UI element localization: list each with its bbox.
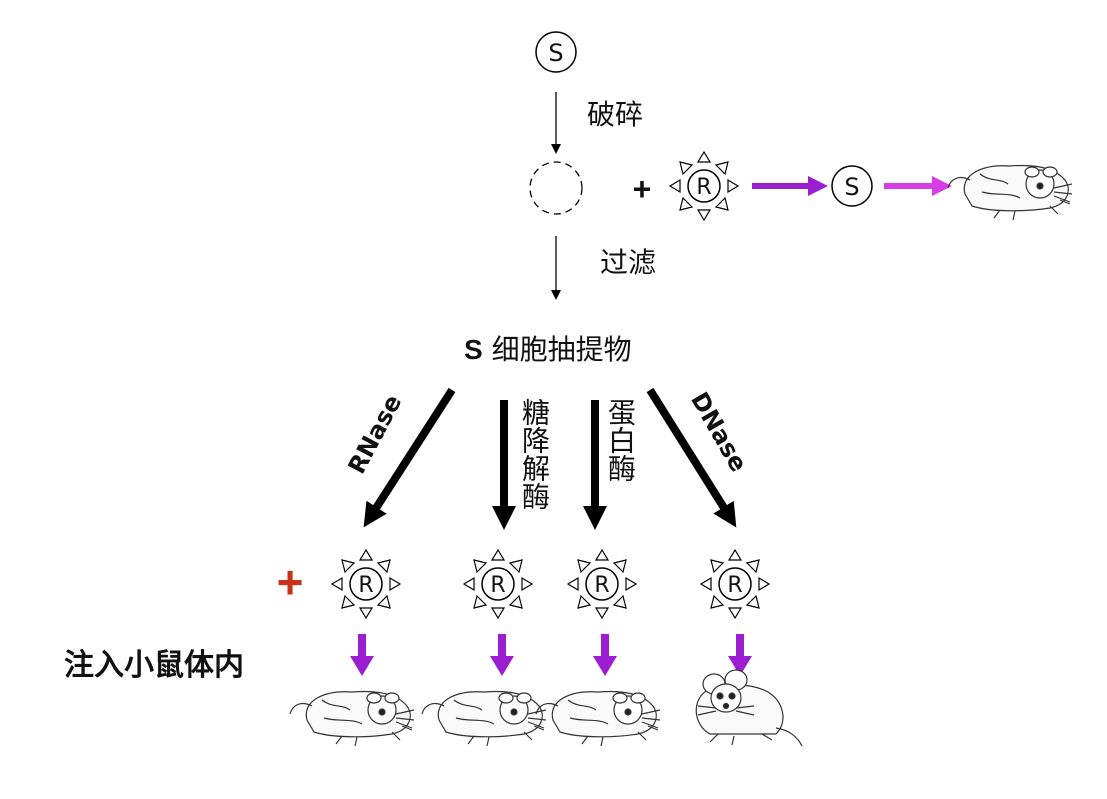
purple-down-arrow-protease bbox=[601, 634, 609, 660]
r-bacterium-glycosidase: R bbox=[463, 549, 533, 619]
broken-s-cell bbox=[529, 161, 583, 215]
dead-mouse-rnase bbox=[289, 690, 415, 747]
s-bacterium-top-label: S bbox=[548, 39, 563, 67]
cell-extract-text: 细胞抽提物 bbox=[491, 333, 632, 366]
cell-extract-label: S 细胞抽提物 bbox=[464, 328, 632, 368]
label-filter: 过滤 bbox=[600, 246, 656, 279]
label-inject-mice: 注入小鼠体内 bbox=[64, 648, 244, 683]
r-bacterium-top-label: R bbox=[696, 175, 711, 200]
plus-top: + bbox=[633, 171, 652, 207]
purple-down-arrow-rnase bbox=[358, 634, 366, 660]
s-bacterium-top: S bbox=[535, 31, 577, 73]
r-bacterium-top: R bbox=[669, 151, 739, 221]
purple-down-arrow-dnase bbox=[736, 634, 744, 660]
plus-bottom: + bbox=[277, 556, 304, 608]
dead-mouse-glycosidase bbox=[421, 690, 547, 747]
r-bacterium-protease-label: R bbox=[594, 573, 609, 598]
purple-down-arrows bbox=[350, 634, 752, 676]
r-bacterium-glycosidase-label: R bbox=[490, 573, 505, 598]
arrow-rnase bbox=[363, 387, 456, 528]
purple-down-arrow-glycosidase bbox=[498, 634, 506, 660]
r-bacterium-rnase-label: R bbox=[358, 573, 373, 598]
alive-mouse-dnase bbox=[695, 669, 803, 747]
dead-mouse-top bbox=[947, 164, 1073, 221]
r-bacterium-dnase-label: R bbox=[727, 573, 742, 598]
label-rnase: RNase bbox=[343, 390, 408, 478]
magenta-arrow-head bbox=[932, 176, 952, 196]
r-bacterium-dnase: R bbox=[700, 549, 770, 619]
dead-mouse-protease bbox=[535, 690, 661, 747]
r-bacterium-protease: R bbox=[567, 549, 637, 619]
cell-extract-strain: S bbox=[464, 334, 483, 365]
purple-arrow-top-head bbox=[808, 176, 828, 196]
s-bacterium-result-label: S bbox=[844, 173, 859, 201]
label-protease: 蛋白酶 bbox=[604, 398, 637, 482]
r-bacterium-rnase: R bbox=[331, 549, 401, 619]
label-glycosidase: 糖降解酶 bbox=[518, 398, 551, 510]
label-crush: 破碎 bbox=[587, 98, 643, 131]
s-bacterium-result: S bbox=[831, 165, 873, 207]
arrow-dnase bbox=[646, 387, 737, 528]
